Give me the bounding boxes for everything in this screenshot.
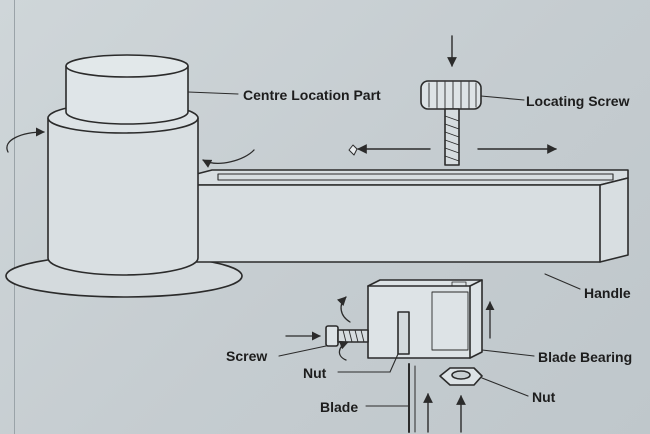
blade-bearing-slot xyxy=(397,311,410,355)
screw-adjust-arrows xyxy=(285,296,495,361)
label-locating-screw: Locating Screw xyxy=(526,93,630,109)
handle-slot xyxy=(217,173,614,181)
locating-screw xyxy=(420,80,482,166)
blade xyxy=(408,363,416,433)
rotation-arrows xyxy=(6,127,255,168)
blade-bearing-block xyxy=(367,279,483,359)
locating-screw-arrows xyxy=(348,35,557,156)
centre-location-part xyxy=(65,54,189,125)
side-screw xyxy=(325,325,369,347)
hex-nut xyxy=(439,367,483,386)
handle-bar xyxy=(184,169,629,263)
label-screw: Screw xyxy=(226,348,268,364)
paper-fold-line xyxy=(14,0,15,434)
leader-lines xyxy=(187,91,581,407)
label-nut-left: Nut xyxy=(303,365,327,381)
label-blade: Blade xyxy=(320,399,359,415)
label-blade-bearing: Blade Bearing xyxy=(538,349,633,365)
main-cylinder xyxy=(47,102,199,276)
assembly-arrows xyxy=(423,393,466,433)
label-nut-right: Nut xyxy=(532,389,556,405)
label-handle: Handle xyxy=(584,285,631,301)
label-centre-location-part: Centre Location Part xyxy=(243,87,381,103)
